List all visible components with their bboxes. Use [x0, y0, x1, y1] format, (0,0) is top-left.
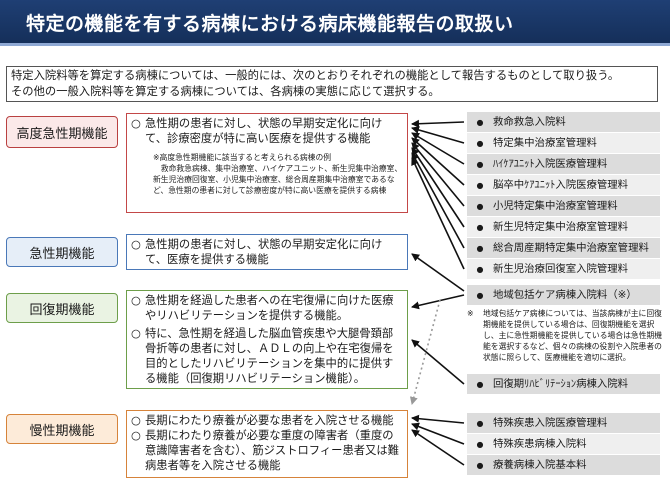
description-chronic: ○ 長期にわたり療養が必要な患者を入院させる機能 ○ 長期にわたり療養が必要な重…	[126, 410, 408, 478]
bullet-icon: ●	[476, 291, 484, 300]
fee-list-acute-high: ● 救命救急入院料 ● 特定集中治療室管理料 ● ﾊｲｹｱﾕﾆｯﾄ入院医療管理料 ● 脳…	[467, 112, 660, 279]
community-care-note: ※ 地域包括ケア病棟については、当該病棟が主に回復期機能を提供している場合は、回…	[467, 308, 665, 363]
fee-label: 小児特定集中治療室管理料	[493, 200, 618, 212]
bullet-icon: ●	[476, 380, 484, 389]
description-recovery: ○ 急性期を経過した患者への在宅復帰に向けた医療やリハビリテーションを提供する機…	[126, 290, 408, 389]
fee-row-community-care: ● 地域包括ケア病棟入院料（※）	[467, 285, 660, 305]
description-item: ○ 長期にわたり療養が必要な患者を入院させる機能	[131, 413, 403, 428]
description-item: ○ 特に、急性期を経過した脳血管疾患や大腿骨頚部骨折等の患者に対し、ＡＤＬの向上…	[131, 326, 403, 386]
arrow-acute-high-3	[411, 132, 465, 165]
description-acute-high: ○ 急性期の患者に対し、状態の早期安定化に向けて、診療密度が特に高い医療を提供す…	[126, 113, 408, 213]
arrow-acute-high-4	[411, 137, 465, 186]
fee-row: ● 小児特定集中治療室管理料	[467, 196, 660, 216]
arrow-acute-high-6	[411, 147, 465, 228]
fee-row: ● 療養病棟入院基本料	[467, 455, 660, 475]
arrow-acute-high-7	[411, 152, 465, 249]
circle-bullet: ○	[131, 414, 141, 427]
arrow-chronic-2	[411, 422, 465, 445]
description-text: 急性期の患者に対し、状態の早期安定化に向けて、医療を提供する機能	[145, 238, 383, 266]
fee-label: 特定集中治療室管理料	[493, 137, 597, 149]
fee-label: 新生児特定集中治療室管理料	[493, 221, 629, 233]
fee-label: ﾊｲｹｱﾕﾆｯﾄ入院医療管理料	[493, 158, 608, 170]
description-text: 長期にわたり療養が必要な重度の障害者（重度の意識障害者を含む）、筋ジストロフィー…	[145, 429, 399, 472]
description-acute: ○ 急性期の患者に対し、状態の早期安定化に向けて、医療を提供する機能	[126, 234, 408, 270]
fee-list-chronic: ● 特殊疾患入院医療管理料 ● 特殊疾患病棟入院料 ● 療養病棟入院基本料	[467, 413, 660, 475]
description-item: ○ 急性期の患者に対し、状態の早期安定化に向けて、医療を提供する機能	[131, 237, 403, 267]
fee-row: ● 新生児特定集中治療室管理料	[467, 217, 660, 237]
circle-bullet: ○	[131, 294, 141, 307]
bullet-icon: ●	[476, 118, 484, 127]
circle-bullet: ○	[131, 117, 141, 130]
fee-row-recovery-rehab: ● 回復期ﾘﾊﾋﾞﾘﾃｰｼｮﾝ病棟入院料	[467, 374, 660, 394]
fee-row: ● 脳卒中ｹｱﾕﾆｯﾄ入院医療管理料	[467, 175, 660, 195]
description-item: ○ 急性期の患者に対し、状態の早期安定化に向けて、診療密度が特に高い医療を提供す…	[131, 116, 403, 146]
fee-row: ● 特殊疾患病棟入院料	[467, 434, 660, 454]
bullet-icon: ●	[476, 139, 484, 148]
fee-row: ● 新生児治療回復室入院管理料	[467, 259, 660, 279]
category-chronic: 慢性期機能	[6, 414, 118, 444]
fee-row: ● 特殊疾患入院医療管理料	[467, 413, 660, 433]
circle-bullet: ○	[131, 429, 141, 442]
bullet-icon: ●	[476, 440, 484, 449]
category-acute: 急性期機能	[6, 237, 118, 267]
fee-row: ● ﾊｲｹｱﾕﾆｯﾄ入院医療管理料	[467, 154, 660, 174]
fee-label: 総合周産期特定集中治療室管理料	[493, 242, 649, 254]
arrow-recovery-rehab	[411, 339, 465, 385]
description-text: 特に、急性期を経過した脳血管疾患や大腿骨頚部骨折等の患者に対し、ＡＤＬの向上や在…	[145, 327, 394, 385]
fee-label: 特殊疾患入院医療管理料	[493, 417, 608, 429]
category-acute-high: 高度急性期機能	[6, 116, 118, 148]
arrow-chronic-3	[411, 429, 465, 466]
note-text: 地域包括ケア病棟については、当該病棟が主に回復期機能を提供している場合は、回復期…	[483, 309, 663, 362]
bullet-icon: ●	[476, 265, 484, 274]
fee-label: 特殊疾患病棟入院料	[493, 438, 587, 450]
arrow-acute-high-2	[411, 126, 465, 144]
description-text: 急性期の患者に対し、状態の早期安定化に向けて、診療密度が特に高い医療を提供する機…	[145, 117, 383, 145]
description-note: ※高度急性期機能に該当すると考えられる病棟の例 救命救急病棟、集中治療室、ハイケ…	[153, 153, 403, 195]
fee-row: ● 総合周産期特定集中治療室管理料	[467, 238, 660, 258]
fee-label: 回復期ﾘﾊﾋﾞﾘﾃｰｼｮﾝ病棟入院料	[493, 378, 629, 390]
arrow-community-to-acute	[411, 253, 465, 292]
circle-bullet: ○	[131, 238, 141, 251]
arrow-acute-high-1	[411, 119, 465, 128]
bullet-icon: ●	[476, 461, 484, 470]
fee-label: 脳卒中ｹｱﾕﾆｯﾄ入院医療管理料	[493, 179, 629, 191]
title-underline	[0, 43, 670, 46]
circle-bullet: ○	[131, 327, 141, 340]
bullet-icon: ●	[476, 160, 484, 169]
arrow-community-to-recovery	[411, 294, 465, 310]
page-title: 特定の機能を有する病棟における病床機能報告の取扱い	[26, 13, 514, 35]
arrow-chronic-1	[411, 414, 465, 424]
description-item: ○ 長期にわたり療養が必要な重度の障害者（重度の意識障害者を含む）、筋ジストロフ…	[131, 428, 403, 473]
description-text: 長期にわたり療養が必要な患者を入院させる機能	[145, 414, 394, 427]
title-bar: 特定の機能を有する病棟における病床機能報告の取扱い	[0, 0, 670, 46]
category-recovery: 回復期機能	[6, 293, 118, 323]
fee-label: 療養病棟入院基本料	[493, 459, 587, 471]
arrow-acute-high-5	[411, 142, 465, 207]
note-mark: ※	[467, 309, 474, 318]
description-item: ○ 急性期を経過した患者への在宅復帰に向けた医療やリハビリテーションを提供する機…	[131, 293, 403, 323]
intro-line-2: その他の一般入院料等を算定する病棟については、各病棟の実態に応じて選択する。	[11, 85, 440, 98]
arrow-acute-high-8	[411, 157, 465, 270]
bullet-icon: ●	[476, 244, 484, 253]
intro-box: 特定入院料等を算定する病棟については、一般的には、次のとおりそれぞれの機能として…	[6, 66, 658, 102]
intro-line-1: 特定入院料等を算定する病棟については、一般的には、次のとおりそれぞれの機能として…	[11, 69, 620, 82]
fee-row: ● 特定集中治療室管理料	[467, 133, 660, 153]
fee-label: 救命救急入院料	[493, 116, 566, 128]
bullet-icon: ●	[476, 223, 484, 232]
fee-row: ● 救命救急入院料	[467, 112, 660, 132]
bullet-icon: ●	[476, 202, 484, 211]
fee-label: 地域包括ケア病棟入院料（※）	[493, 289, 637, 301]
bullet-icon: ●	[476, 181, 484, 190]
bullet-icon: ●	[476, 419, 484, 428]
description-text: 急性期を経過した患者への在宅復帰に向けた医療やリハビリテーションを提供する機能。	[145, 294, 394, 322]
fee-label: 新生児治療回復室入院管理料	[493, 263, 629, 275]
